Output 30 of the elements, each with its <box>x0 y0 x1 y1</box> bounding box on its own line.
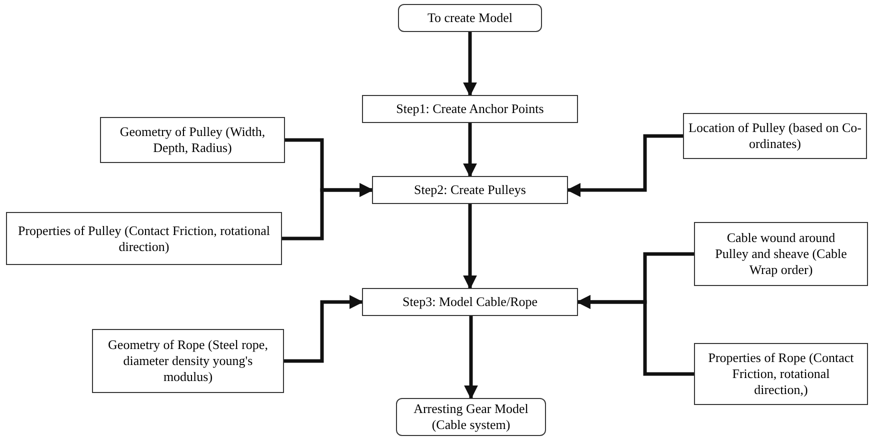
arrow <box>464 316 478 400</box>
box-text: To create Model <box>428 10 512 26</box>
process-box <box>92 329 284 393</box>
arrow <box>463 32 477 96</box>
box-text: Cable wound around Pulley and sheave (Cable Wrap order) <box>714 230 848 278</box>
process-box <box>694 222 868 286</box>
box-text: Geometry of Rope (Steel rope, diameter density young's modulus) <box>107 337 269 385</box>
process-box <box>694 343 868 405</box>
arrow <box>463 123 477 178</box>
process-box <box>372 176 568 204</box>
process-box <box>6 212 282 265</box>
arrow <box>463 204 477 290</box>
box-text: Arresting Gear Model (Cable system) <box>412 401 530 433</box>
box-text: Properties of Pulley (Contact Friction, rotational direction) <box>16 222 271 254</box>
rounded-box <box>396 398 546 436</box>
box-text: Step2: Create Pulleys <box>414 182 526 198</box>
box-text: Properties of Rope (Contact Friction, rotational direction,) <box>707 350 855 398</box>
arrow <box>284 295 364 363</box>
process-box <box>362 95 578 123</box>
box-text: Location of Pulley (based on Co-ordinates) <box>688 120 862 152</box>
arrow <box>566 134 683 197</box>
process-box <box>100 117 285 163</box>
box-text: Geometry of Pulley (Width, Depth, Radius) <box>118 124 266 156</box>
rounded-box <box>398 4 542 32</box>
process-box <box>683 113 867 159</box>
arrow <box>576 295 694 376</box>
box-text: Step1: Create Anchor Points <box>396 101 544 117</box>
process-box <box>362 288 578 316</box>
arrow <box>282 183 374 240</box>
box-text: Step3: Model Cable/Rope <box>402 294 538 310</box>
